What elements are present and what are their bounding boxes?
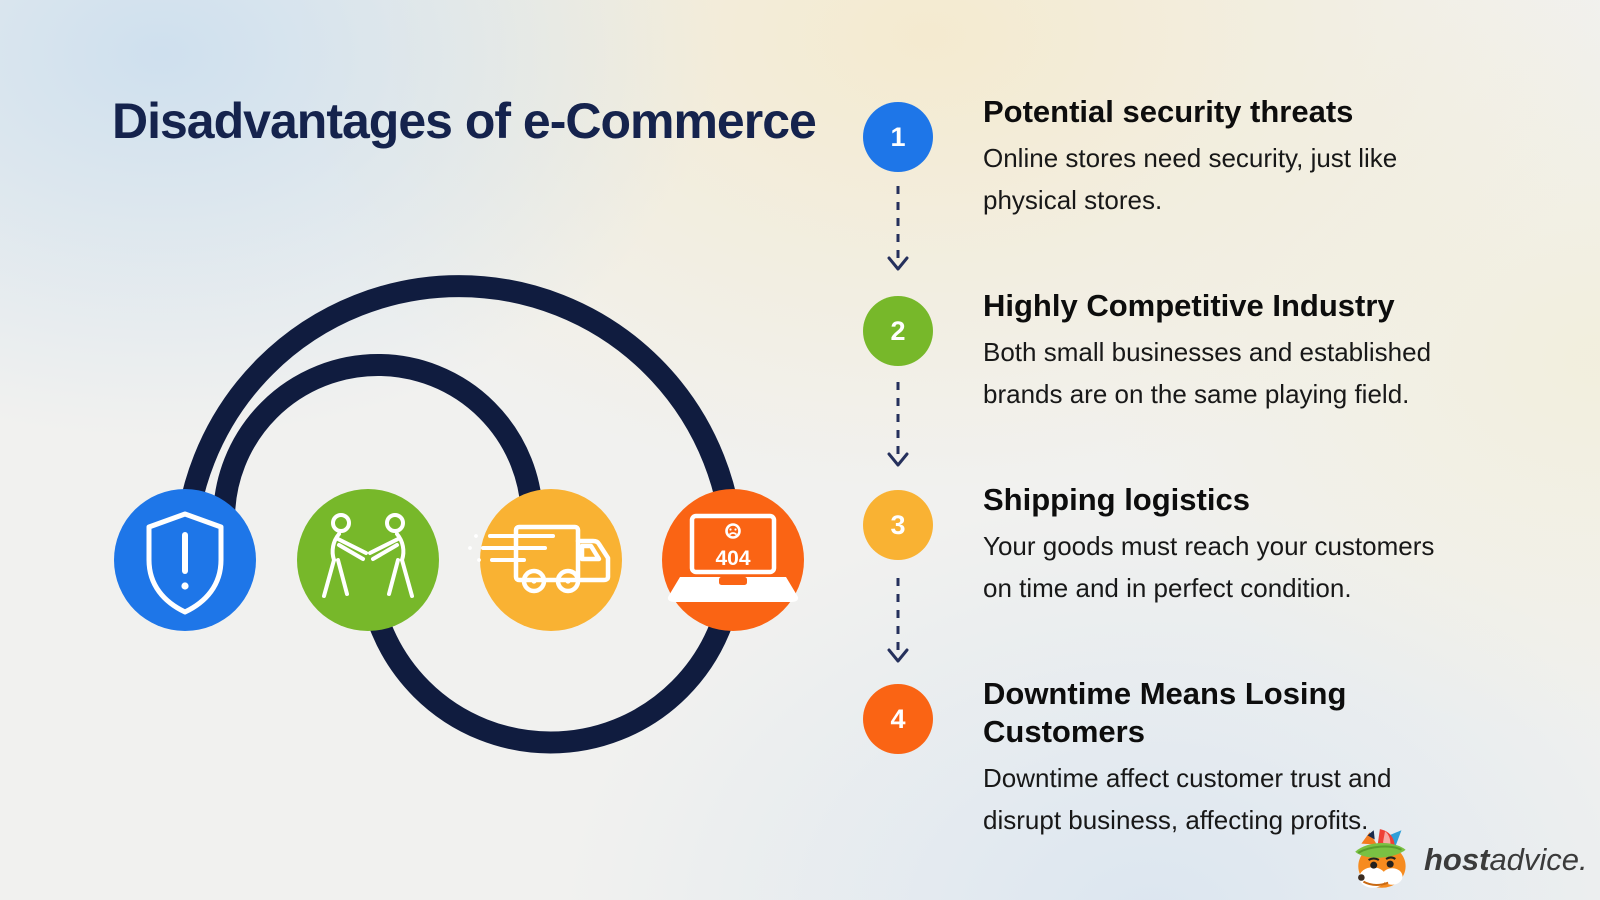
fox-logo-icon: [1355, 829, 1406, 888]
competition-circle-bg: [297, 489, 439, 631]
shield-alert-icon: [146, 511, 224, 615]
item-title: Shipping logistics: [983, 482, 1250, 517]
hostadvice-logo: hostadvice.: [1348, 828, 1588, 892]
item-description-line-1: Your goods must reach your customers: [983, 531, 1435, 561]
step-badge-4: 4: [863, 684, 933, 754]
item-description: Online stores need security, just like p…: [983, 137, 1513, 221]
logo-word-host: host: [1424, 842, 1490, 877]
item-text: Highly Competitive Industry Both small b…: [983, 287, 1513, 415]
competing-people-icon: [322, 513, 414, 598]
item-description-line-1: Both small businesses and established: [983, 337, 1432, 367]
security-circle: [114, 489, 256, 631]
delivery-truck-icon: [468, 524, 611, 594]
item-description-line-2: physical stores.: [983, 185, 1163, 215]
laptop-404-icon: 404: [667, 513, 799, 602]
item-description-line-1: Online stores need security, just like: [983, 143, 1398, 173]
shipping-circle-bg: [480, 489, 622, 631]
item-description-line-2: brands are on the same playing field.: [983, 379, 1410, 409]
item-title: Potential security threats: [983, 94, 1354, 129]
step-badge-3: 3: [863, 490, 933, 560]
item-description: Downtime affect customer trust and disru…: [983, 757, 1513, 841]
arrow-down-connector: [887, 382, 909, 467]
shipping-circle: [468, 489, 622, 631]
item-description-line-1: Downtime affect customer trust and: [983, 763, 1392, 793]
arrow-down-connector: [887, 186, 909, 271]
item-description: Both small businesses and established br…: [983, 331, 1513, 415]
chain-rings: [174, 275, 744, 754]
item-text: Shipping logistics Your goods must reach…: [983, 481, 1513, 609]
bottom-ring-arc: [357, 559, 744, 754]
logo-word-advice: advice.: [1489, 842, 1588, 877]
arrow-down-connector: [887, 578, 909, 663]
page-title: Disadvantages of e-Commerce: [112, 93, 817, 149]
item-description: Your goods must reach your customers on …: [983, 525, 1513, 609]
inner-ring-arc: [213, 354, 543, 520]
step-badge-2: 2: [863, 296, 933, 366]
item-description-line-2: on time and in perfect condition.: [983, 573, 1352, 603]
item-title: Downtime Means Losing Customers: [983, 676, 1347, 749]
item-description-line-2: disrupt business, affecting profits.: [983, 805, 1369, 835]
step-badge-1: 1: [863, 102, 933, 172]
competition-circle: [297, 489, 439, 631]
item-text: Potential security threats Online stores…: [983, 93, 1513, 221]
logo-wordmark: hostadvice.: [1424, 842, 1588, 878]
item-title: Highly Competitive Industry: [983, 288, 1395, 323]
error-code-label: 404: [715, 547, 750, 570]
downtime-circle: 404: [662, 489, 804, 631]
item-text: Downtime Means Losing Customers Downtime…: [983, 675, 1513, 841]
outer-ring-arc: [174, 275, 744, 561]
